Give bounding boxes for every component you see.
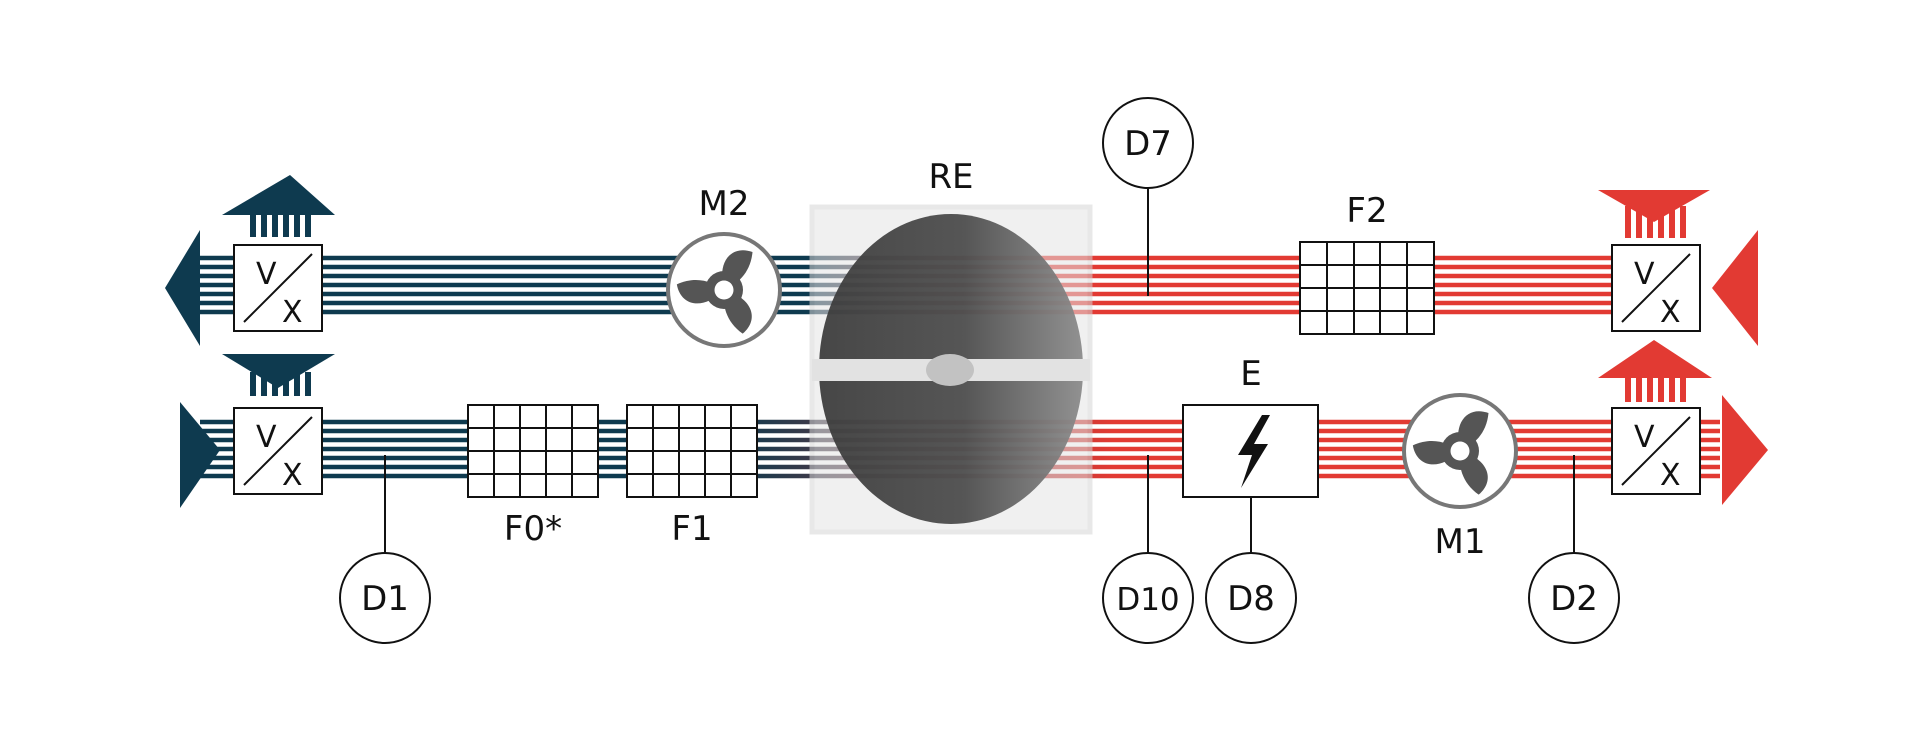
sensor-d7: D7 <box>1102 97 1194 296</box>
sensor-d1-label: D1 <box>361 579 409 619</box>
damper-icon <box>1621 416 1691 486</box>
fan-exhaust <box>666 232 782 348</box>
damper-label-v: V <box>256 257 277 292</box>
damper-label-v: V <box>1634 257 1655 292</box>
heater-label: E <box>1240 354 1261 394</box>
heat-recovery-wheel <box>809 204 1093 535</box>
filter-supply <box>626 404 758 498</box>
damper-icon <box>1621 253 1691 323</box>
sensor-d2-label: D2 <box>1550 579 1598 619</box>
filter-extract-label: F2 <box>1346 191 1387 231</box>
sensor-d8-label: D8 <box>1227 579 1275 619</box>
sensor-d7-label: D7 <box>1124 124 1172 164</box>
prefilter-label: F0* <box>504 509 562 549</box>
filter-supply-label: F1 <box>671 509 712 549</box>
exhaust-outlet-arrow <box>165 230 200 346</box>
lightning-bolt-icon <box>1238 415 1270 488</box>
supply-air-outlet-arrow <box>1722 395 1768 505</box>
damper-label-v: V <box>1634 420 1655 455</box>
sensor-d2: D2 <box>1528 455 1620 644</box>
heat-exchanger-label: RE <box>928 157 973 197</box>
damper-supply-air: V X <box>1598 340 1712 495</box>
damper-icon <box>243 416 313 486</box>
electric-heater <box>1182 404 1319 498</box>
damper-icon <box>243 253 313 323</box>
filter-extract <box>1299 241 1435 335</box>
prefilter <box>467 404 599 498</box>
damper-exhaust: V X <box>222 175 335 332</box>
damper-fresh-air: V X <box>222 354 335 495</box>
fan-supply-label: M1 <box>1435 522 1486 562</box>
damper-label-x: X <box>1660 458 1681 493</box>
sensor-d10-label: D10 <box>1116 582 1179 618</box>
damper-label-x: X <box>282 295 303 330</box>
damper-extract-air: V X <box>1598 190 1710 332</box>
fan-exhaust-label: M2 <box>699 184 750 224</box>
sensor-d10: D10 <box>1102 455 1194 644</box>
extract-air-inlet-arrow <box>1712 230 1758 346</box>
damper-label-x: X <box>1660 295 1681 330</box>
fresh-air-inlet-arrow <box>180 402 220 508</box>
damper-label-v: V <box>256 420 277 455</box>
damper-label-x: X <box>282 458 303 493</box>
sensor-d1: D1 <box>339 455 431 644</box>
fan-supply <box>1402 393 1518 509</box>
sensor-d8: D8 <box>1205 497 1297 644</box>
